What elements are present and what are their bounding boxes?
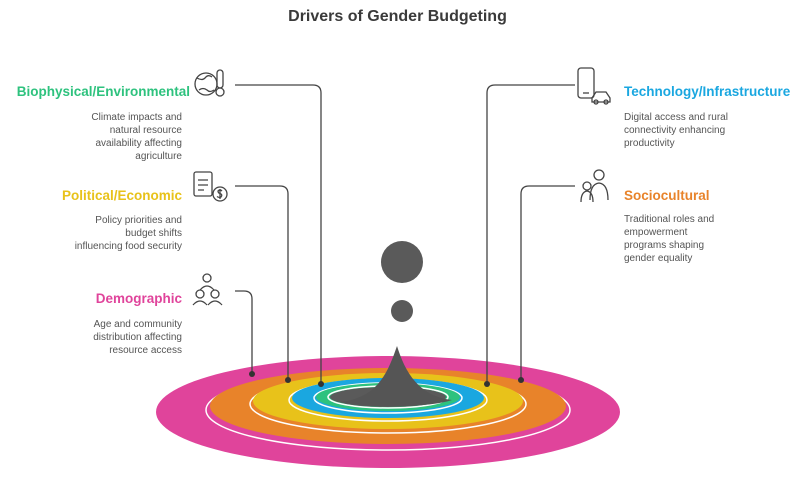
document-dollar-icon [193,171,228,202]
connector-environmental [235,84,322,382]
label-environmental: Biophysical/Environmental [16,84,190,99]
label-sociocultural: Sociocultural [624,188,710,203]
phone-car-icon [577,67,611,105]
diagram-title: Drivers of Gender Budgeting [288,8,507,25]
people-group-icon [192,273,223,306]
desc-environmental: Climate impacts and natural resource ava… [91,112,182,162]
desc-political: Policy priorities and budget shifts infl… [74,215,182,252]
label-demographic: Demographic [95,291,182,306]
splash-column [340,346,452,407]
label-technology: Technology/Infrastructure [624,84,791,99]
connector-demographic [235,290,253,372]
connector-sociocultural [520,185,575,378]
connector-technology [486,84,575,382]
connector-political [235,185,289,378]
desc-sociocultural: Traditional roles and empowerment progra… [624,214,715,264]
drop-small [391,300,413,322]
label-political: Political/Economic [61,188,182,203]
desc-technology: Digital access and rural connectivity en… [624,112,728,149]
drop-large [381,241,423,283]
globe-thermometer-icon [194,69,225,97]
parent-child-icon [580,169,609,203]
desc-demographic: Age and community distribution affecting… [93,319,182,356]
